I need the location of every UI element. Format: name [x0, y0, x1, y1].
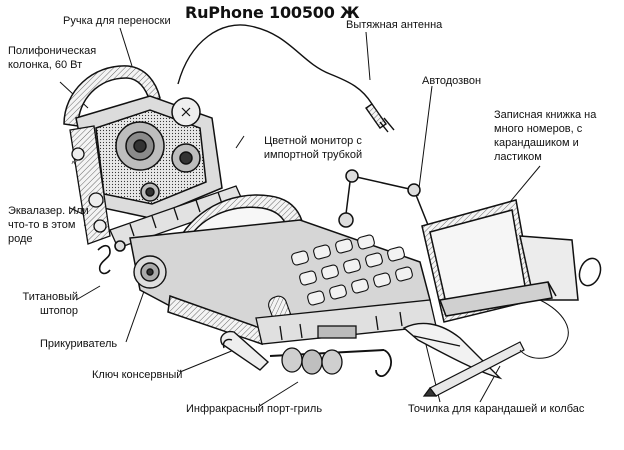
string [519, 299, 569, 359]
ir-grill [269, 347, 392, 377]
label-ir-port: Инфракрасный порт-гриль [186, 403, 323, 415]
label-autodial: Автодозвон [422, 75, 482, 87]
can-opener [220, 330, 270, 371]
label-corkscrew: Титановый штопор [22, 291, 79, 317]
label-antenna: Вытяжная антенна [346, 19, 443, 31]
label-notebook: Записная книжка на много номеров, с кара… [494, 109, 597, 163]
page-title: RuPhone 100500 Ж [185, 3, 360, 22]
antenna [177, 24, 395, 133]
label-equalizer: Эквалазер. Или что-то в этом роде [8, 205, 89, 245]
label-sharpener: Точилка для карандашей и колбас [408, 403, 585, 415]
corkscrew [97, 240, 126, 275]
label-handle: Ручка для переноски [63, 15, 171, 27]
autodial-arm [338, 169, 431, 231]
label-monitor: Цветной монитор с импортной трубкой [263, 135, 363, 161]
phone-body [129, 219, 431, 346]
pencil [422, 341, 525, 397]
front-roller [255, 299, 437, 345]
lighter [133, 255, 167, 289]
label-can-opener: Ключ консервный [92, 369, 183, 381]
equalizer-panel [69, 125, 111, 245]
label-lighter: Прикуриватель [40, 338, 118, 350]
notebook [421, 199, 602, 323]
label-speaker: Полифоническая колонка, 60 Вт [8, 45, 97, 71]
